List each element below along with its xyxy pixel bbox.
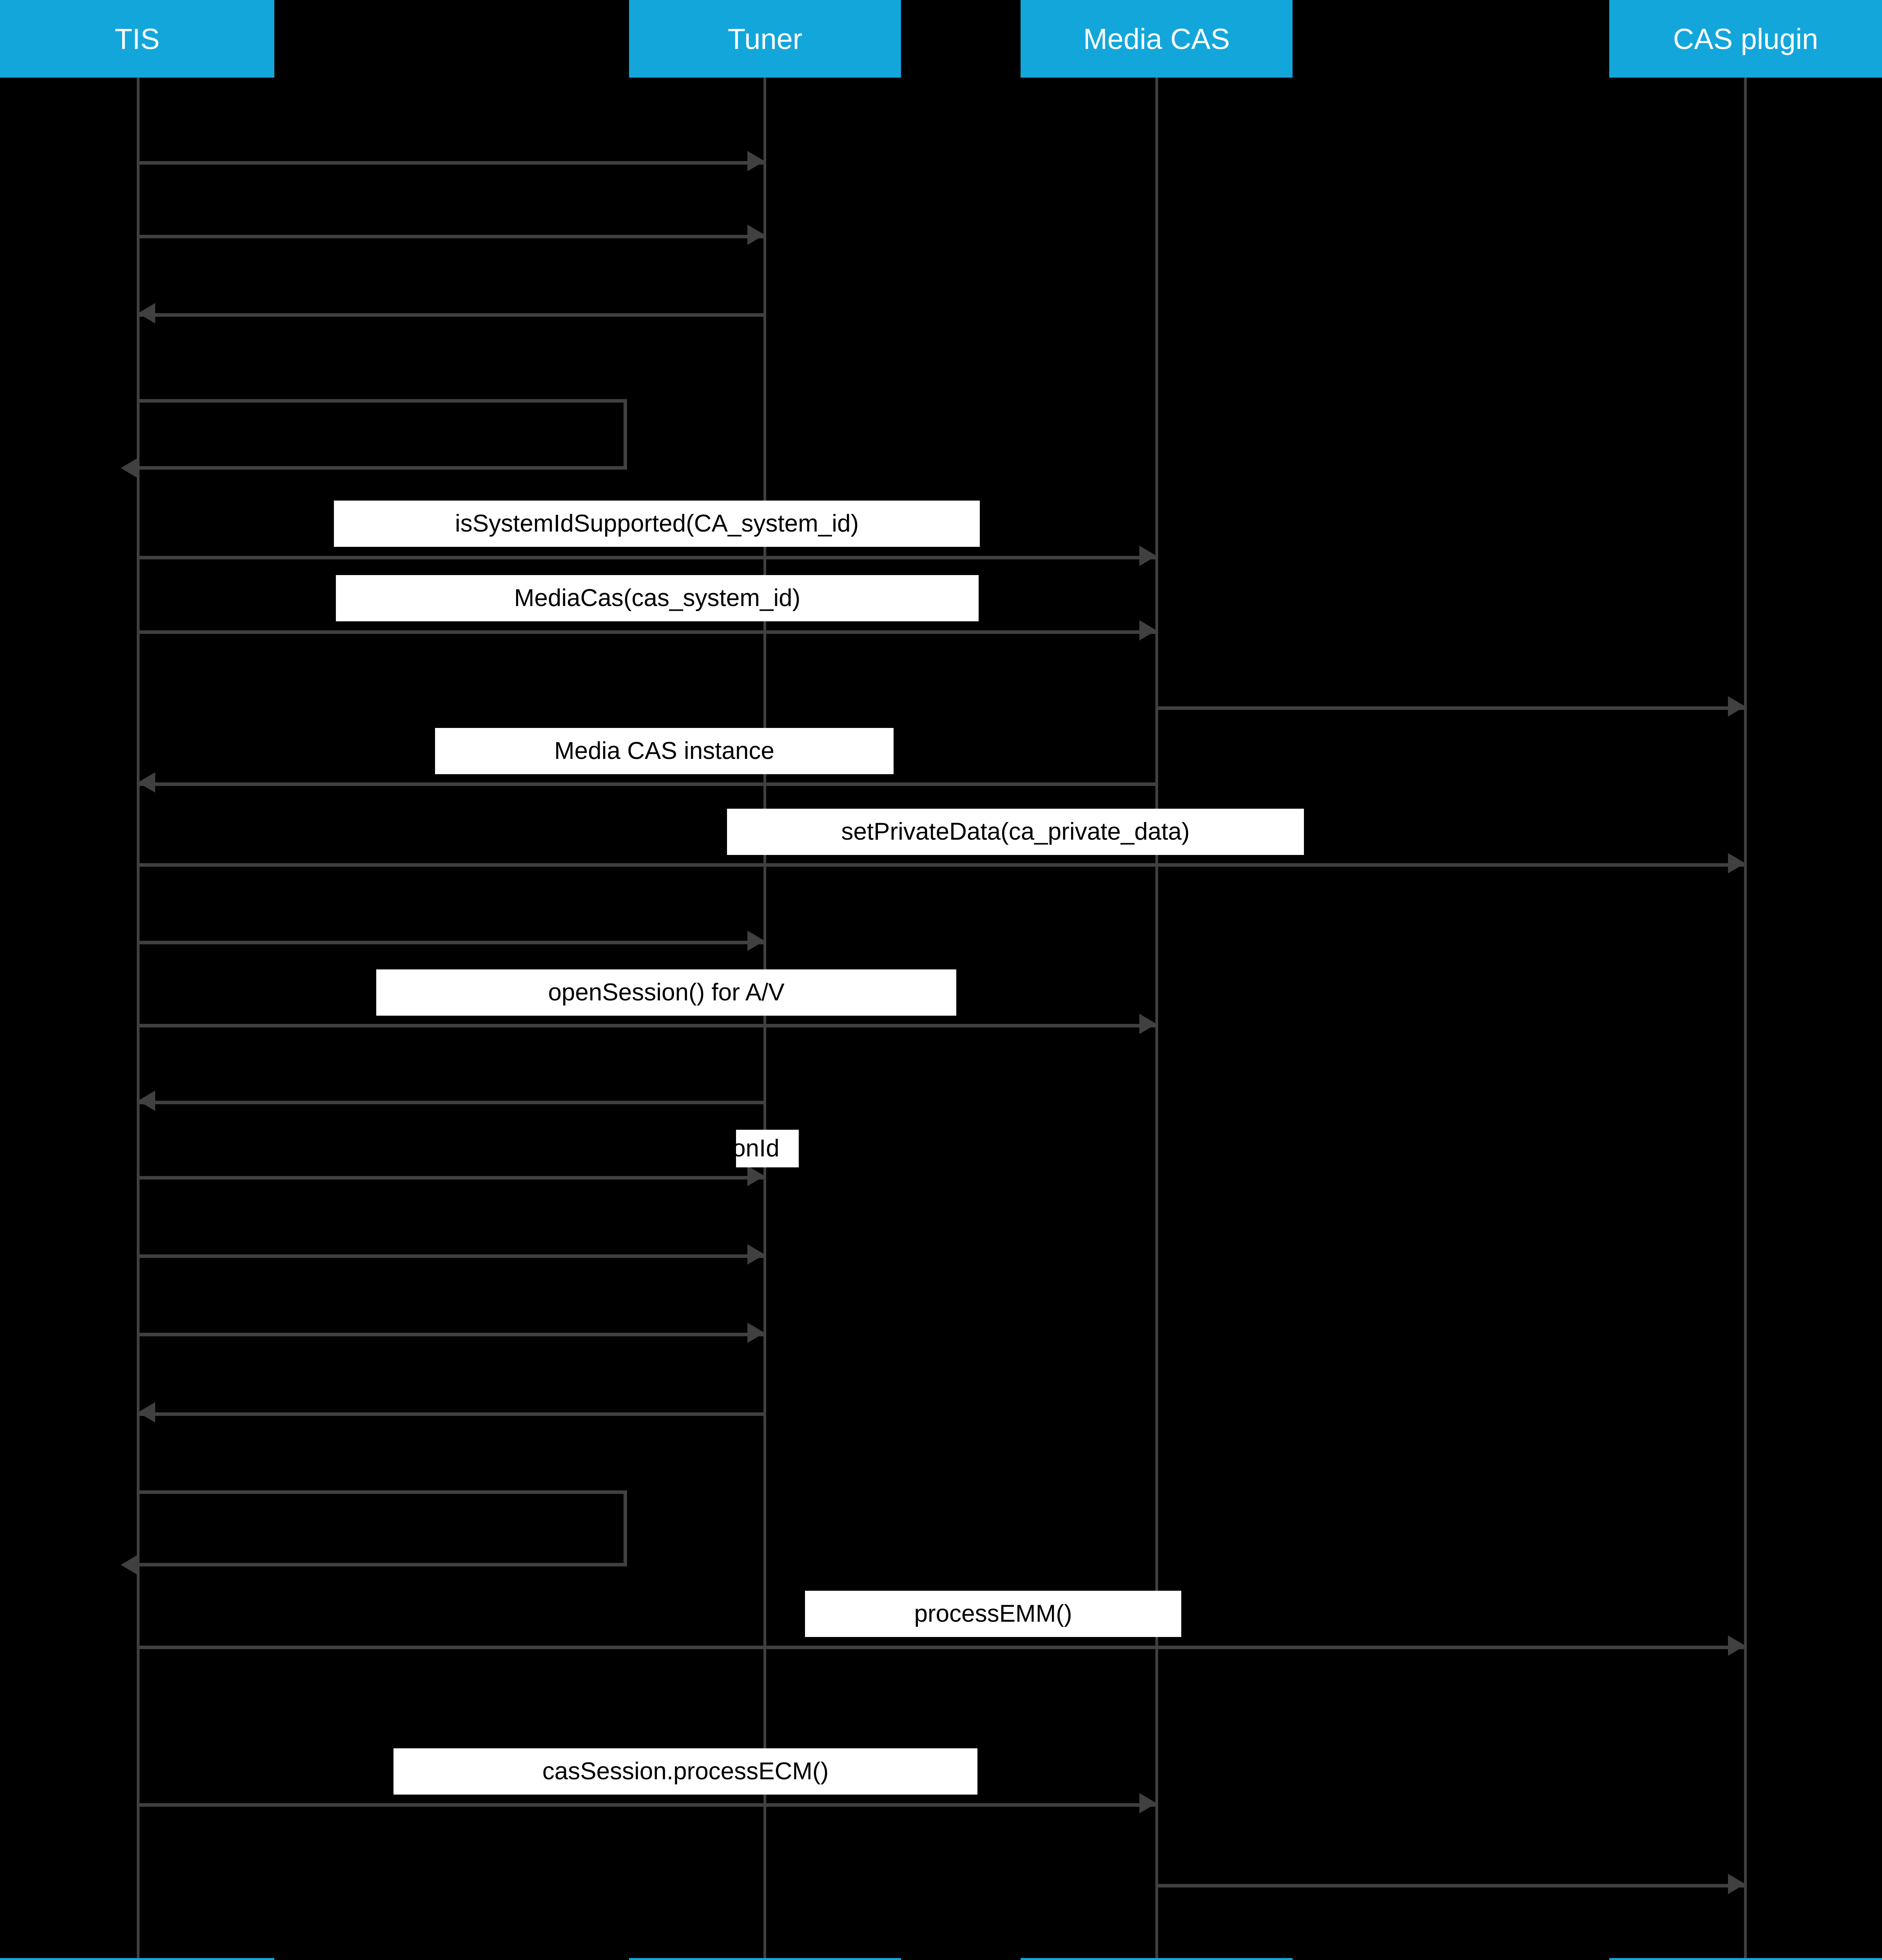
- message-line-m3[interactable]: [138, 313, 765, 317]
- actor-box-casplugin-bottom[interactable]: CAS plugin: [1609, 1958, 1882, 1960]
- message-label-m8: Media CAS instance: [435, 728, 894, 774]
- lifeline-tuner: [763, 78, 766, 1958]
- message-label-m6: MediaCas(cas_system_id): [336, 575, 979, 621]
- message-line-m10[interactable]: [138, 941, 765, 944]
- message-line-m20[interactable]: [1157, 1884, 1745, 1887]
- actor-box-tis-bottom[interactable]: TIS: [0, 1958, 274, 1960]
- message-line-m1[interactable]: [138, 161, 765, 165]
- arrowhead-m3: [138, 303, 155, 323]
- actor-label-casplugin: CAS plugin: [1673, 22, 1819, 55]
- message-label-text-m13: onId: [736, 1135, 780, 1162]
- arrowhead-m9: [1728, 853, 1745, 873]
- actor-box-tuner-bottom[interactable]: Tuner: [629, 1958, 901, 1960]
- arrowhead-m19: [1139, 1793, 1157, 1813]
- self-message-s2[interactable]: [138, 1490, 627, 1566]
- message-label-text-m6: MediaCas(cas_system_id): [514, 584, 801, 612]
- message-line-m8[interactable]: [138, 782, 1157, 786]
- lifeline-tis: [137, 78, 140, 1958]
- message-label-m13: onId: [736, 1130, 799, 1167]
- message-line-m15[interactable]: [138, 1333, 765, 1336]
- message-line-m11[interactable]: [138, 1024, 1157, 1027]
- message-label-m18: processEMM(): [805, 1591, 1181, 1637]
- arrowhead-m13: [747, 1166, 765, 1186]
- message-line-m18[interactable]: [138, 1646, 1745, 1649]
- message-line-m12[interactable]: [138, 1101, 765, 1104]
- message-label-text-m19: casSession.processECM(): [542, 1758, 829, 1785]
- message-line-m6[interactable]: [138, 630, 1157, 634]
- message-label-text-m11: openSession() for A/V: [548, 979, 785, 1006]
- arrowhead-m16: [138, 1402, 155, 1423]
- arrowhead-m12: [138, 1091, 155, 1111]
- message-label-m9: setPrivateData(ca_private_data): [727, 809, 1304, 855]
- message-label-m19: casSession.processECM(): [393, 1748, 977, 1795]
- actor-box-mediacas-top[interactable]: Media CAS: [1021, 0, 1293, 78]
- arrowhead-m11: [1139, 1014, 1157, 1034]
- message-line-m19[interactable]: [138, 1803, 1157, 1807]
- message-line-m9[interactable]: [138, 863, 1745, 867]
- message-line-m5[interactable]: [138, 556, 1157, 559]
- actor-box-casplugin-top[interactable]: CAS plugin: [1609, 0, 1882, 78]
- message-line-m7[interactable]: [1157, 706, 1745, 710]
- message-label-text-m5: isSystemIdSupported(CA_system_id): [455, 510, 859, 537]
- arrowhead-m18: [1728, 1635, 1745, 1656]
- arrowhead-m5: [1139, 546, 1157, 566]
- arrowhead-m1: [747, 151, 765, 171]
- message-line-m13[interactable]: [138, 1176, 765, 1180]
- arrowhead-m7: [1728, 696, 1745, 717]
- arrowhead-m2: [747, 225, 765, 245]
- arrowhead-m8: [138, 772, 155, 793]
- arrowhead-s2: [121, 1555, 138, 1575]
- arrowhead-m20: [1728, 1874, 1745, 1894]
- arrowhead-m15: [747, 1323, 765, 1343]
- actor-box-tis-top[interactable]: TIS: [0, 0, 274, 78]
- message-label-m5: isSystemIdSupported(CA_system_id): [334, 501, 980, 547]
- message-label-m11: openSession() for A/V: [376, 969, 956, 1016]
- actor-label-mediacas: Media CAS: [1083, 22, 1230, 55]
- arrowhead-m10: [747, 931, 765, 951]
- arrowhead-s1: [121, 458, 138, 478]
- actor-box-mediacas-bottom[interactable]: Media CAS: [1021, 1958, 1293, 1960]
- self-message-s1[interactable]: [138, 399, 627, 470]
- lifeline-mediacas: [1155, 78, 1158, 1958]
- actor-label-tis: TIS: [114, 22, 160, 55]
- message-label-text-m18: processEMM(): [914, 1600, 1072, 1628]
- message-line-m2[interactable]: [138, 235, 765, 238]
- message-line-m16[interactable]: [138, 1412, 765, 1416]
- actor-label-tuner: Tuner: [727, 22, 803, 55]
- arrowhead-m14: [747, 1244, 765, 1265]
- lifeline-casplugin: [1744, 78, 1747, 1958]
- arrowhead-m6: [1139, 620, 1157, 641]
- actor-box-tuner-top[interactable]: Tuner: [629, 0, 901, 78]
- message-label-text-m9: setPrivateData(ca_private_data): [841, 818, 1190, 846]
- message-line-m14[interactable]: [138, 1254, 765, 1258]
- message-label-text-m8: Media CAS instance: [554, 737, 774, 765]
